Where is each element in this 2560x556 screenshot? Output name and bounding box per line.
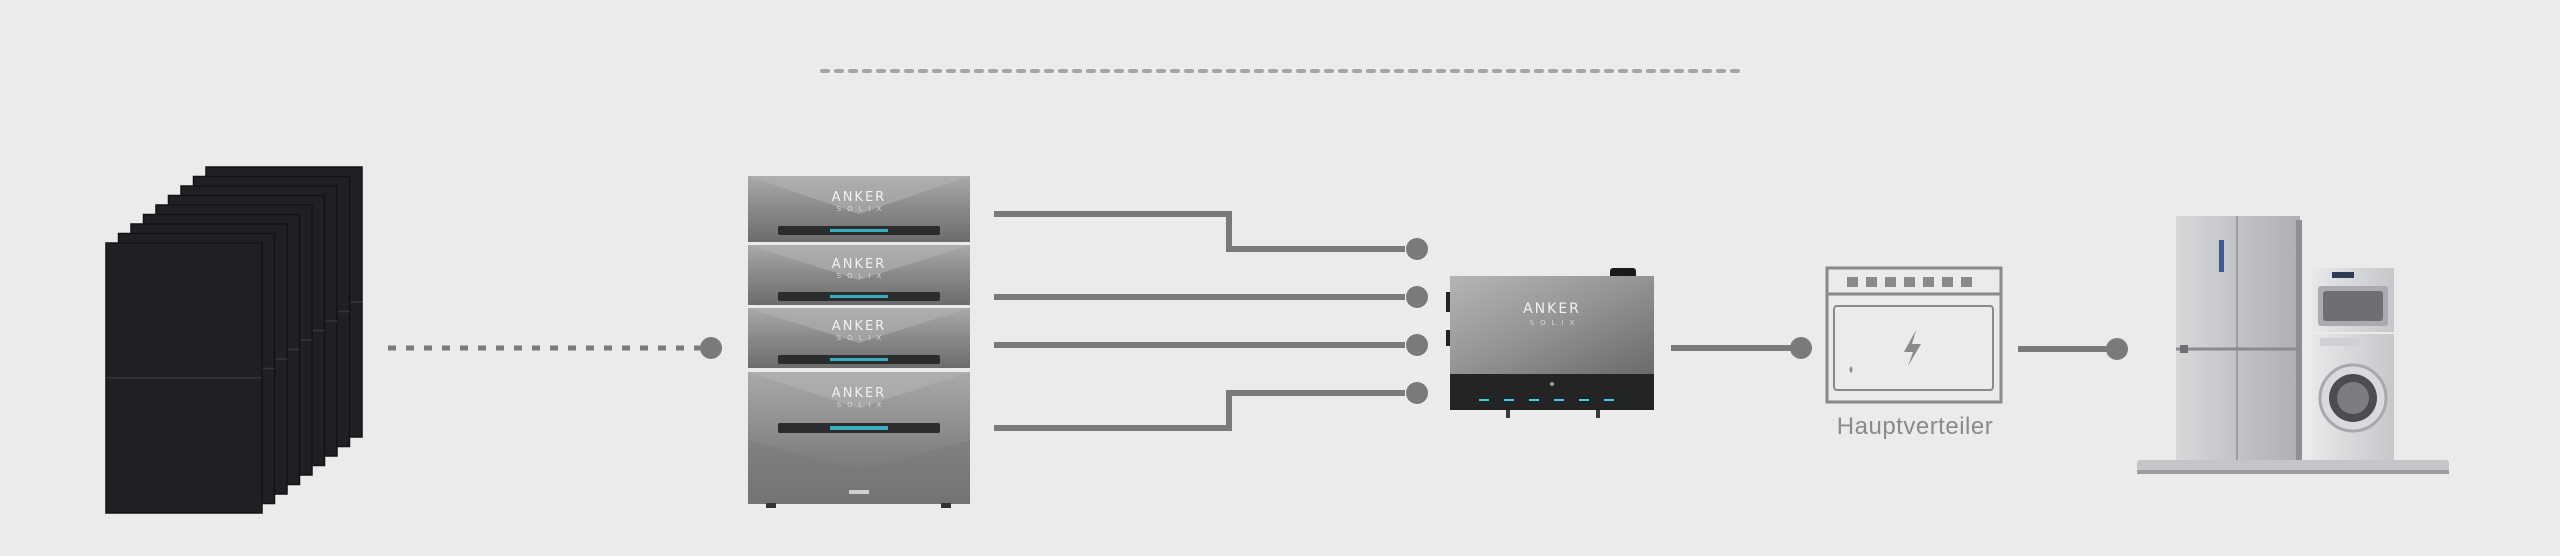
refrigerator-icon [2176,216,2302,460]
brand-logo-subtext: SOLIX [837,272,888,280]
battery-stack-icon: ANKER SOLIX ANKER SOLIX ANKER SOLIX [748,176,970,508]
distribution-panel-icon [1825,266,2003,404]
brand-logo-text: ANKER [832,386,886,401]
connection-dot [1790,337,1812,359]
battery-module: ANKER SOLIX [748,308,970,368]
brand-logo-text: ANKER [832,257,886,272]
brand-logo-subtext: SOLIX [837,401,888,409]
inverter-icon: ANKER SOLIX [1446,268,1654,418]
connection-dot [1406,334,1428,356]
dryer-icon [2312,268,2394,332]
brand-logo-text: ANKER [1523,301,1581,317]
brand-logo-subtext: SOLIX [837,334,888,342]
lightning-icon [1904,330,1921,366]
connection-dot [1406,286,1428,308]
brand-logo-text: ANKER [832,190,886,205]
brand-logo-subtext: SOLIX [1530,319,1581,327]
battery-base-module: ANKER SOLIX [748,372,970,508]
appliances-icon [2137,216,2449,474]
battery-module: ANKER SOLIX [748,176,970,242]
connection-dot [1406,382,1428,404]
washing-machine-icon [2312,334,2394,460]
connection-dot [700,337,722,359]
battery-module: ANKER SOLIX [748,245,970,305]
connection-dot [2106,338,2128,360]
brand-logo-subtext: SOLIX [837,205,888,213]
solar-panel-array-icon [105,166,363,514]
distribution-panel-label: Hauptverteiler [1837,413,1993,440]
brand-logo-text: ANKER [832,319,886,334]
connection-dot [1406,238,1428,260]
battery-to-inverter-wires [994,211,1405,431]
